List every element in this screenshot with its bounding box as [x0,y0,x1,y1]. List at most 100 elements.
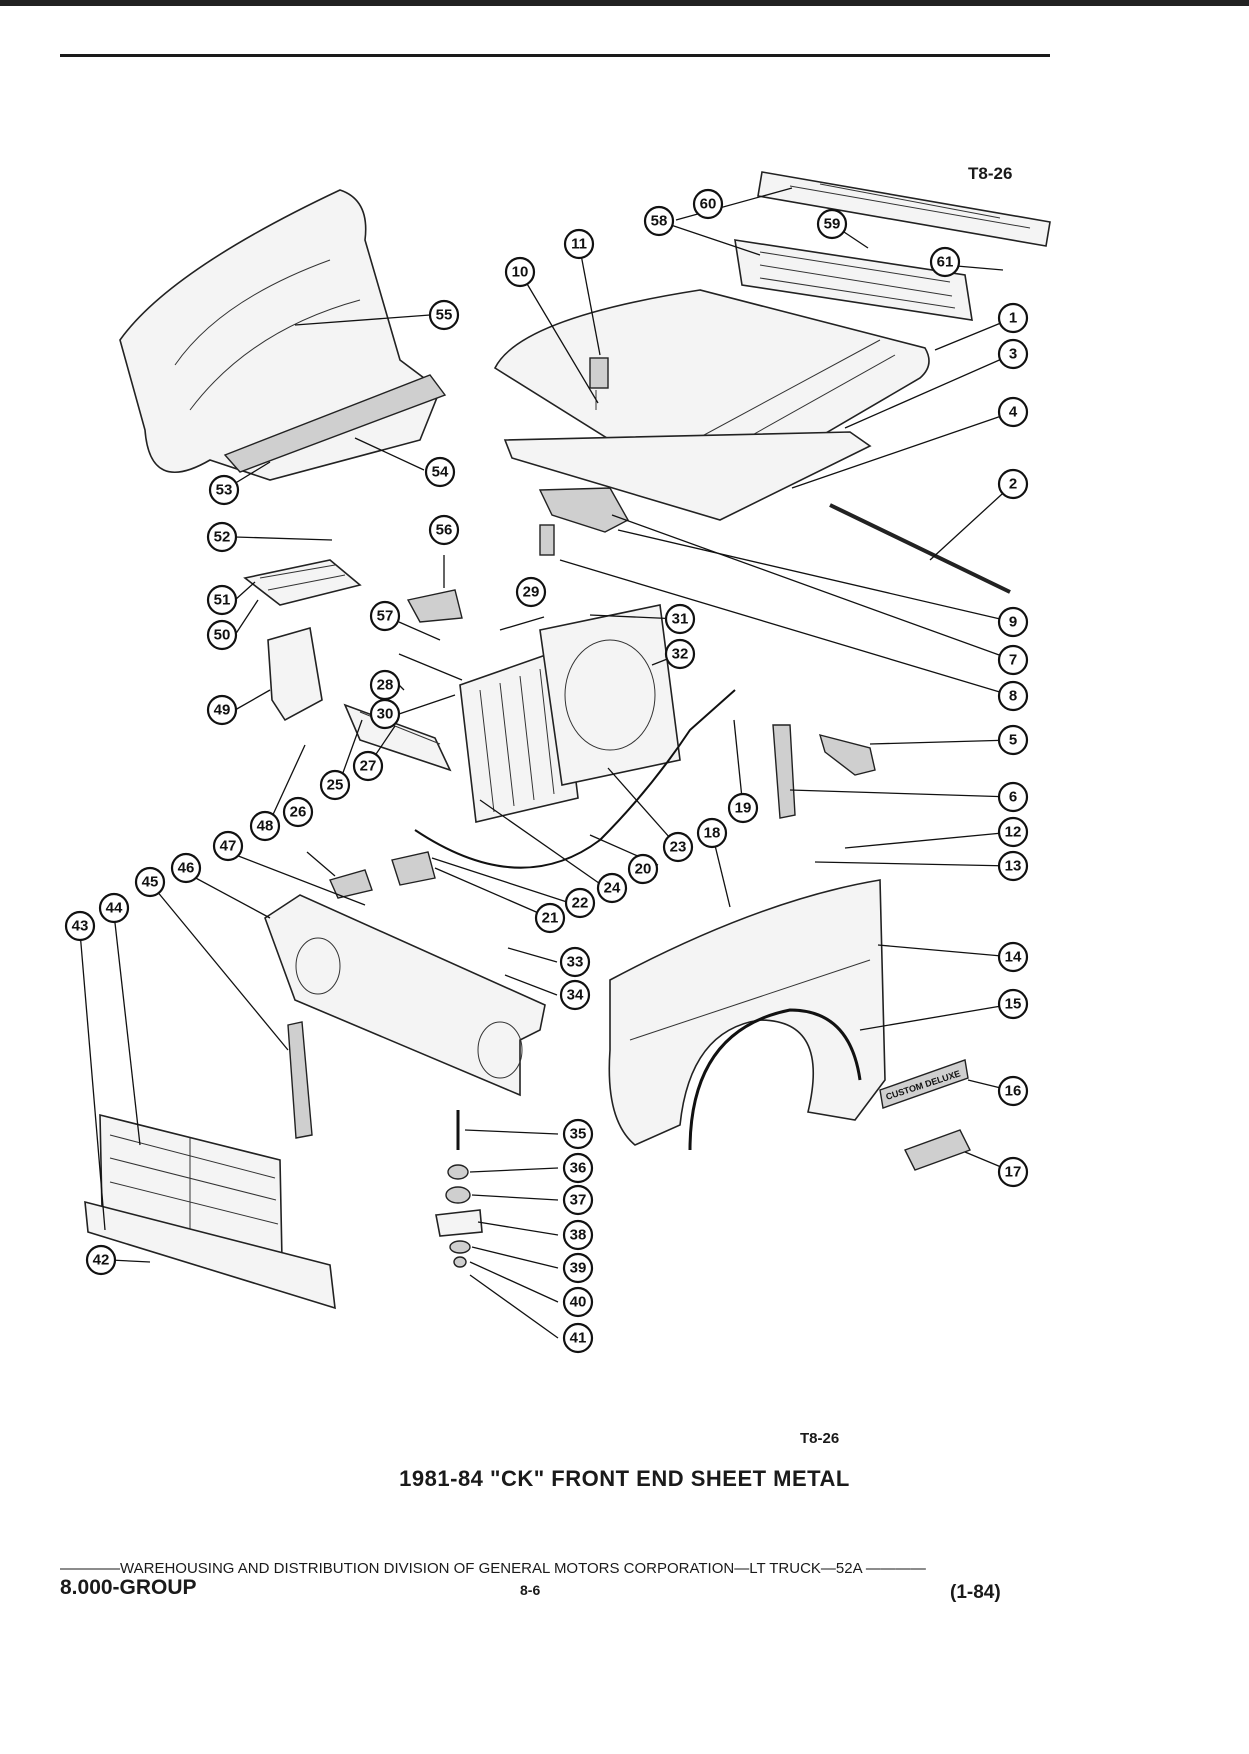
callout-19: 19 [727,792,759,824]
callout-1: 1 [997,302,1029,334]
svg-text:2: 2 [1009,476,1017,493]
svg-text:45: 45 [142,874,159,891]
callout-49: 49 [206,694,238,726]
svg-text:60: 60 [700,196,717,213]
callout-24: 24 [596,872,628,904]
side-marker-lamp [904,1129,971,1171]
callout-28: 28 [369,669,401,701]
callout-33: 33 [559,946,591,978]
hood-support-rod [829,503,1011,594]
svg-text:55: 55 [436,307,453,324]
publisher-line: ————WAREHOUSING AND DISTRIBUTION DIVISIO… [60,1560,926,1577]
svg-text:23: 23 [670,839,687,856]
latch-26 [329,869,373,899]
svg-text:21: 21 [542,910,559,927]
svg-text:41: 41 [570,1330,587,1347]
callout-61: 61 [929,246,961,278]
callout-55: 55 [428,299,460,331]
callout-23: 23 [662,831,694,863]
exploded-parts-diagram: CUSTOM DELUXE [64,171,1051,1354]
svg-text:47: 47 [220,838,237,855]
callout-30: 30 [369,698,401,730]
callout-34: 34 [559,979,591,1011]
svg-text:37: 37 [570,1192,587,1209]
revision-date: (1-84) [950,1582,1001,1603]
svg-text:58: 58 [651,213,668,230]
svg-text:11: 11 [571,236,587,253]
callout-13: 13 [997,850,1029,882]
callout-47: 47 [212,830,244,862]
svg-text:13: 13 [1005,858,1022,875]
svg-text:9: 9 [1009,614,1017,631]
svg-text:4: 4 [1009,404,1018,421]
callout-9: 9 [997,606,1029,638]
svg-text:34: 34 [567,987,584,1004]
svg-text:30: 30 [377,706,394,723]
svg-text:42: 42 [93,1252,110,1269]
svg-text:52: 52 [214,529,231,546]
callout-36: 36 [562,1152,594,1184]
callout-4: 4 [997,396,1029,428]
svg-text:1: 1 [1009,310,1017,327]
figure-code-bottom: T8-26 [800,1430,840,1447]
wheel-opening-molding [688,1008,862,1151]
callout-18: 18 [696,817,728,849]
callout-31: 31 [664,603,696,635]
svg-text:8: 8 [1009,688,1017,705]
svg-text:31: 31 [672,611,689,628]
hood-release-cable [414,689,736,869]
callout-43: 43 [64,910,96,942]
svg-text:7: 7 [1009,652,1017,669]
callout-54: 54 [424,456,456,488]
svg-text:25: 25 [327,777,344,794]
callout-6: 6 [997,781,1029,813]
callout-39: 39 [562,1252,594,1284]
svg-text:18: 18 [704,825,721,842]
svg-text:28: 28 [377,677,394,694]
callout-26: 26 [282,796,314,828]
fan-shroud [539,604,681,786]
callout-32: 32 [664,638,696,670]
svg-text:22: 22 [572,895,589,912]
callout-50: 50 [206,619,238,651]
svg-text:50: 50 [214,627,231,644]
callout-2: 2 [997,468,1029,500]
hood-latch-support [538,487,629,556]
callout-40: 40 [562,1286,594,1318]
callout-10: 10 [504,256,536,288]
svg-text:38: 38 [570,1227,587,1244]
figure-caption: 1981-84 "CK" FRONT END SHEET METAL [399,1466,850,1491]
svg-text:24: 24 [604,880,621,897]
callout-17: 17 [997,1156,1029,1188]
callout-59: 59 [816,208,848,240]
svg-text:5: 5 [1009,732,1017,749]
callout-37: 37 [562,1184,594,1216]
inner-fender [119,189,447,481]
svg-text:27: 27 [360,758,377,775]
callout-42: 42 [85,1244,117,1276]
svg-text:10: 10 [512,264,529,281]
page-number: 8-6 [520,1582,541,1598]
cowl-vent-panel [757,171,1051,247]
figure-code-top: T8-26 [968,164,1013,183]
group-label: 8.000-GROUP [60,1576,197,1599]
svg-text:35: 35 [570,1126,587,1143]
hood-hinge [772,724,876,819]
svg-text:26: 26 [290,804,307,821]
callout-48: 48 [249,810,281,842]
svg-text:40: 40 [570,1294,587,1311]
svg-text:61: 61 [937,254,954,271]
svg-text:6: 6 [1009,789,1017,806]
svg-text:16: 16 [1005,1083,1022,1100]
svg-text:43: 43 [72,918,89,935]
svg-text:15: 15 [1005,996,1022,1013]
callout-27: 27 [352,750,384,782]
svg-text:12: 12 [1005,824,1022,841]
custom-deluxe-emblem: CUSTOM DELUXE [879,1059,969,1109]
svg-text:57: 57 [377,608,394,625]
cowl-grille [734,239,973,321]
callout-16: 16 [997,1075,1029,1107]
callout-51: 51 [206,584,238,616]
header-rule [60,54,1050,57]
callout-5: 5 [997,724,1029,756]
